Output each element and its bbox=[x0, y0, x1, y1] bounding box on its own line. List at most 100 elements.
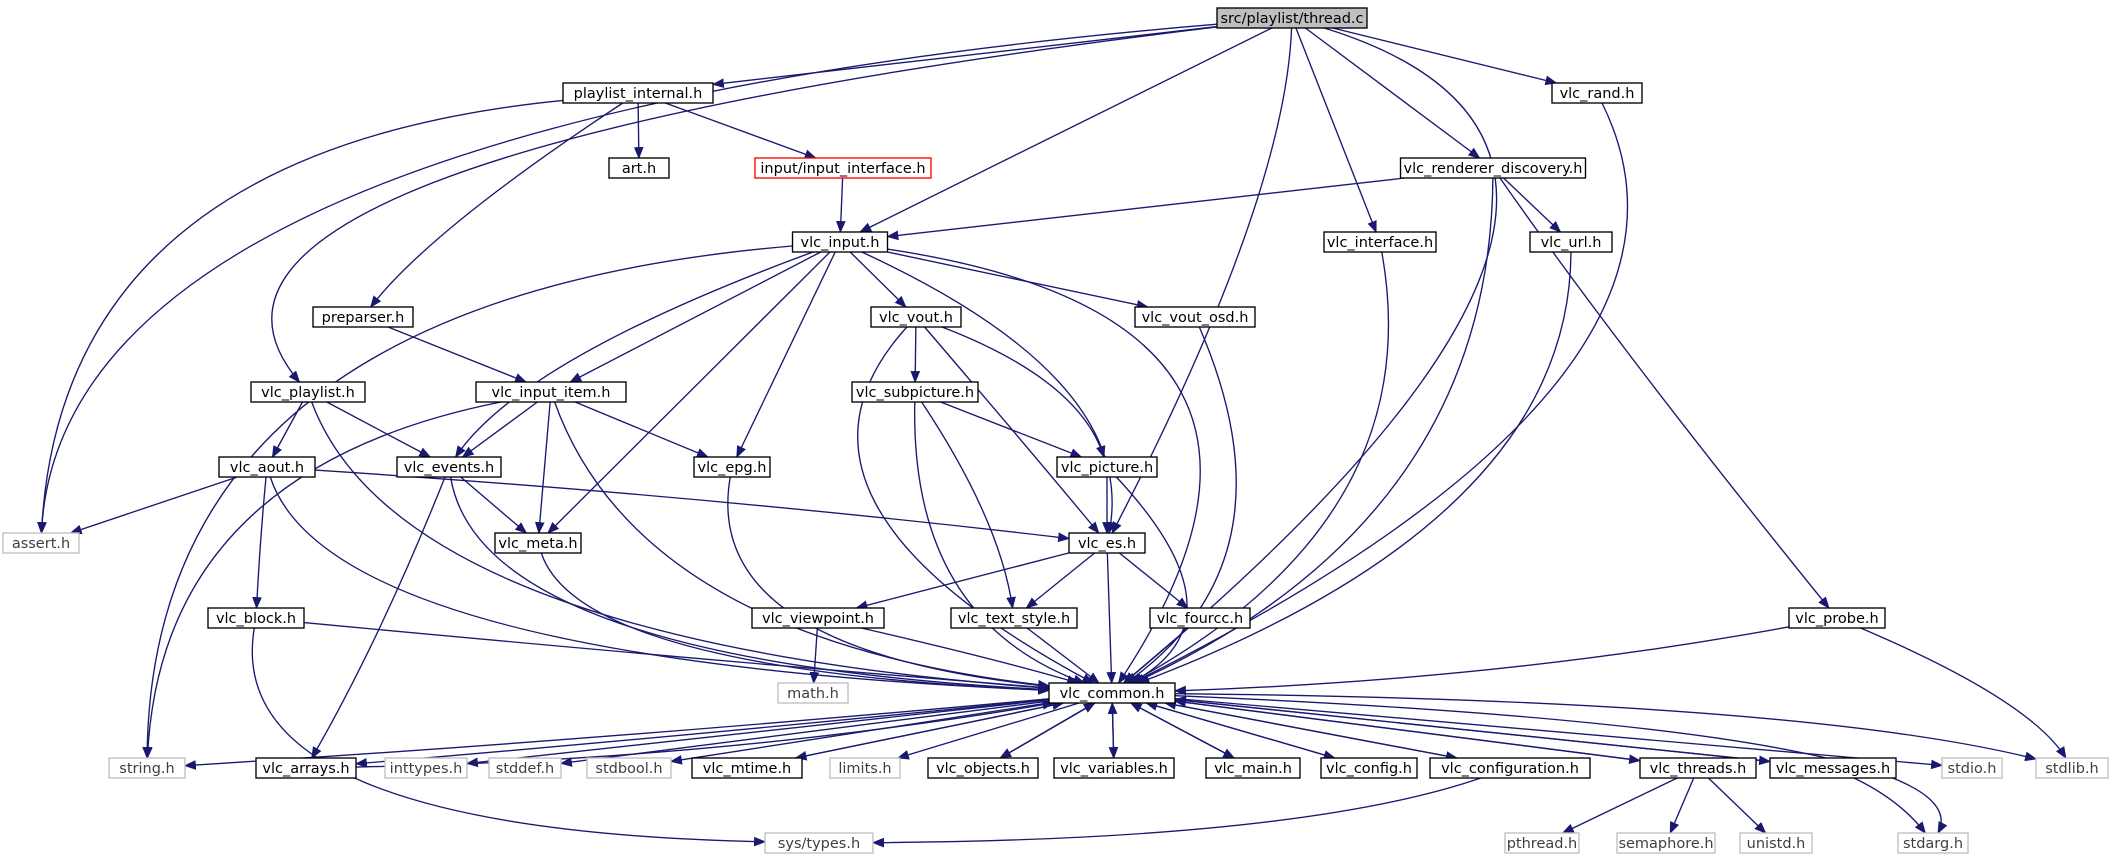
node-math-h[interactable]: math.h bbox=[777, 682, 849, 704]
node-vlc-probe-h[interactable]: vlc_probe.h bbox=[1788, 607, 1886, 629]
node-vlc-vout-h[interactable]: vlc_vout.h bbox=[870, 306, 962, 328]
node-vlc-renderer-discovery-h[interactable]: vlc_renderer_discovery.h bbox=[1399, 157, 1587, 179]
node-label: assert.h bbox=[12, 536, 70, 552]
node-vlc-interface-h[interactable]: vlc_interface.h bbox=[1323, 231, 1437, 253]
node-vlc-config-h[interactable]: vlc_config.h bbox=[1320, 757, 1418, 779]
node-vlc-threads-h[interactable]: vlc_threads.h bbox=[1639, 757, 1757, 779]
node-art-h[interactable]: art.h bbox=[608, 157, 670, 179]
node-label: vlc_es.h bbox=[1078, 536, 1136, 552]
node-vlc-mtime-h[interactable]: vlc_mtime.h bbox=[691, 757, 803, 779]
node-label: vlc_block.h bbox=[216, 611, 296, 627]
node-vlc-main-h[interactable]: vlc_main.h bbox=[1205, 757, 1301, 779]
node-vlc-rand-h[interactable]: vlc_rand.h bbox=[1551, 82, 1643, 104]
node-label: vlc_vout.h bbox=[879, 310, 953, 326]
node-label: input/input_interface.h bbox=[760, 161, 925, 177]
node-pthread-h[interactable]: pthread.h bbox=[1504, 832, 1580, 854]
edge-vlc-common-h-to-limits-h bbox=[896, 702, 1080, 760]
edge-vlc-rand-h-to-vlc-common-h bbox=[1130, 102, 1629, 684]
node-vlc-objects-h[interactable]: vlc_objects.h bbox=[927, 757, 1039, 779]
node-vlc-block-h[interactable]: vlc_block.h bbox=[207, 607, 305, 629]
node-vlc-input-item-h[interactable]: vlc_input_item.h bbox=[475, 381, 627, 403]
node-label: stdbool.h bbox=[595, 761, 662, 777]
node-vlc-es-h[interactable]: vlc_es.h bbox=[1068, 532, 1146, 554]
node-stdlib-h[interactable]: stdlib.h bbox=[2035, 757, 2109, 779]
node-box bbox=[693, 456, 771, 478]
edge-vlc-playlist-h-to-vlc-events-h bbox=[326, 401, 432, 458]
node-vlc-variables-h[interactable]: vlc_variables.h bbox=[1053, 757, 1175, 779]
node-vlc-meta-h[interactable]: vlc_meta.h bbox=[494, 532, 582, 554]
node-box bbox=[1134, 306, 1256, 328]
node-stdbool-h[interactable]: stdbool.h bbox=[586, 757, 672, 779]
node-box bbox=[1205, 757, 1301, 779]
edge-vlc-es-h-to-vlc-viewpoint-h bbox=[855, 552, 1070, 610]
node-label: vlc_objects.h bbox=[936, 761, 1030, 777]
node-box bbox=[312, 306, 414, 328]
edge-vlc-input-h-to-vlc-es-h bbox=[861, 251, 1116, 535]
node-vlc-url-h[interactable]: vlc_url.h bbox=[1529, 231, 1613, 253]
node-vlc-viewpoint-h[interactable]: vlc_viewpoint.h bbox=[751, 607, 885, 629]
node-stddef-h[interactable]: stddef.h bbox=[488, 757, 562, 779]
edge-vlc-block-h-to-sys-types-h bbox=[251, 627, 767, 847]
node-assert-h[interactable]: assert.h bbox=[2, 532, 80, 554]
edge-vlc-input-item-h-to-vlc-common-h bbox=[553, 401, 1051, 690]
node-vlc-arrays-h[interactable]: vlc_arrays.h bbox=[255, 757, 357, 779]
edge-vlc-aout-h-to-vlc-common-h bbox=[269, 476, 1051, 695]
edge-vlc-input-h-to-vlc-input-item-h bbox=[569, 251, 822, 383]
node-label: vlc_config.h bbox=[1326, 761, 1412, 777]
edge-vlc-playlist-h-to-vlc-aout-h bbox=[271, 401, 304, 459]
node-inttypes-h[interactable]: inttypes.h bbox=[384, 757, 468, 779]
node-vlc-aout-h[interactable]: vlc_aout.h bbox=[218, 456, 316, 478]
node-vlc-messages-h[interactable]: vlc_messages.h bbox=[1769, 757, 1897, 779]
node-box bbox=[608, 157, 670, 179]
node-vlc-playlist-h[interactable]: vlc_playlist.h bbox=[250, 381, 366, 403]
edge-thread-c-to-playlist-internal-h bbox=[711, 25, 1218, 88]
node-preparser-h[interactable]: preparser.h bbox=[312, 306, 414, 328]
edge-vlc-vout-h-to-vlc-picture-h bbox=[941, 326, 1106, 459]
node-box bbox=[751, 607, 885, 629]
edge-vlc-events-h-to-vlc-meta-h bbox=[460, 476, 528, 534]
node-unistd-h[interactable]: unistd.h bbox=[1739, 832, 1813, 854]
node-vlc-input-h[interactable]: vlc_input.h bbox=[791, 231, 889, 253]
edge-vlc-common-h-to-stdlib-h bbox=[1174, 692, 2038, 762]
node-box bbox=[1897, 832, 1969, 854]
node-vlc-vout-osd-h[interactable]: vlc_vout_osd.h bbox=[1134, 306, 1256, 328]
edge-playlist-internal-h-to-preparser-h bbox=[369, 102, 624, 308]
edge-vlc-picture-h-to-vlc-common-h bbox=[1115, 476, 1188, 684]
node-box bbox=[791, 231, 889, 253]
node-box bbox=[2, 532, 80, 554]
node-label: vlc_arrays.h bbox=[262, 761, 349, 777]
node-label: vlc_text_style.h bbox=[958, 611, 1070, 627]
node-vlc-subpicture-h[interactable]: vlc_subpicture.h bbox=[851, 381, 979, 403]
node-box bbox=[218, 456, 316, 478]
node-vlc-fourcc-h[interactable]: vlc_fourcc.h bbox=[1149, 607, 1251, 629]
node-semaphore-h[interactable]: semaphore.h bbox=[1616, 832, 1716, 854]
node-label: stdarg.h bbox=[1903, 836, 1963, 852]
edge-vlc-renderer-discovery-h-to-vlc-input-h bbox=[886, 177, 1405, 241]
node-label: math.h bbox=[787, 686, 839, 702]
node-vlc-events-h[interactable]: vlc_events.h bbox=[396, 456, 502, 478]
edge-vlc-threads-h-to-unistd-h bbox=[1707, 777, 1767, 834]
node-vlc-picture-h[interactable]: vlc_picture.h bbox=[1056, 456, 1158, 478]
edge-input-interface-h-to-vlc-input-h bbox=[835, 177, 846, 234]
node-input-interface-h[interactable]: input/input_interface.h bbox=[754, 157, 932, 179]
node-sys-types-h[interactable]: sys/types.h bbox=[764, 832, 874, 854]
node-stdio-h[interactable]: stdio.h bbox=[1941, 757, 2003, 779]
node-stdarg-h[interactable]: stdarg.h bbox=[1897, 832, 1969, 854]
node-box bbox=[1048, 682, 1176, 704]
edge-playlist-internal-h-to-art-h bbox=[633, 102, 644, 160]
node-label: vlc_messages.h bbox=[1776, 761, 1890, 777]
node-limits-h[interactable]: limits.h bbox=[829, 757, 901, 779]
node-vlc-common-h[interactable]: vlc_common.h bbox=[1048, 682, 1176, 704]
node-vlc-configuration-h[interactable]: vlc_configuration.h bbox=[1429, 757, 1591, 779]
edge-thread-c-to-vlc-es-h bbox=[1111, 27, 1293, 535]
node-box bbox=[1529, 231, 1613, 253]
edge-vlc-playlist-h-to-vlc-common-h bbox=[311, 401, 1051, 693]
node-box bbox=[1739, 832, 1813, 854]
node-thread-c[interactable]: src/playlist/thread.c bbox=[1216, 7, 1368, 29]
node-string-h[interactable]: string.h bbox=[108, 757, 186, 779]
node-box bbox=[1788, 607, 1886, 629]
edge-vlc-common-h-to-stdarg-h bbox=[1174, 694, 1948, 835]
node-playlist-internal-h[interactable]: playlist_internal.h bbox=[562, 82, 714, 104]
node-vlc-text-style-h[interactable]: vlc_text_style.h bbox=[950, 607, 1078, 629]
node-vlc-epg-h[interactable]: vlc_epg.h bbox=[693, 456, 771, 478]
